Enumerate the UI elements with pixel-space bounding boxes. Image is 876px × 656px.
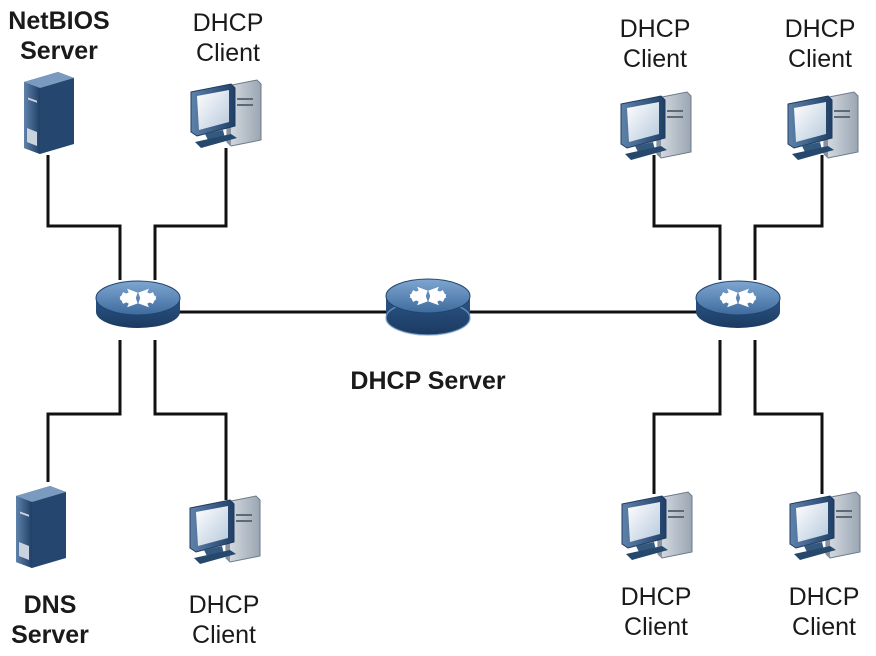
right-switch-icon [695, 280, 781, 328]
client-br1-label: DHCP Client [620, 583, 692, 641]
link-dns-server [46, 340, 122, 482]
link-client-tr1 [652, 155, 722, 280]
network-links [46, 148, 824, 500]
netbios-server-label: NetBIOS Server [8, 7, 110, 65]
desktop-computer-icon [189, 495, 261, 565]
client-tl-label: DHCP Client [192, 9, 264, 67]
link-client-br1 [652, 340, 722, 494]
client-tr1-label: DHCP Client [619, 15, 691, 73]
link-client-tl [153, 148, 228, 280]
dns-server-icon [16, 486, 66, 568]
desktop-computer-icon [621, 491, 693, 561]
dns-server-label: DNS Server [11, 591, 89, 649]
link-netbios-server [46, 155, 122, 280]
desktop-computer-icon [190, 79, 262, 149]
link-client-br2 [753, 340, 824, 494]
desktop-computer-icon [620, 91, 692, 161]
desktop-computer-icon [787, 91, 859, 161]
netbios-server-icon [24, 72, 74, 154]
client-br2-label: DHCP Client [788, 583, 860, 641]
dhcp-server-label: DHCP Server [350, 367, 506, 395]
link-client-tr2 [753, 155, 824, 280]
client-tr2-label: DHCP Client [784, 15, 856, 73]
client-bl-label: DHCP Client [188, 591, 260, 649]
dhcp-server-router-icon [385, 278, 471, 336]
link-client-bl [153, 340, 228, 500]
desktop-computer-icon [789, 491, 861, 561]
left-switch-icon [95, 280, 181, 328]
